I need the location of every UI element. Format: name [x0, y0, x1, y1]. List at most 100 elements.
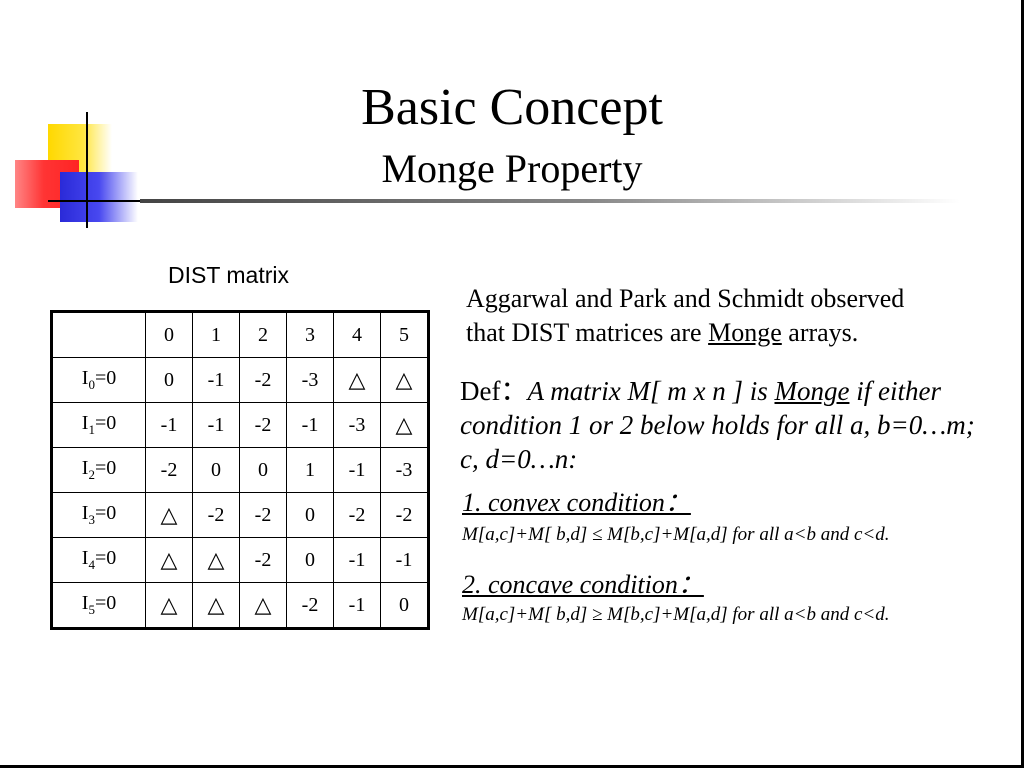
slide-border-bottom — [0, 765, 1024, 768]
logo-vertical-line — [86, 112, 88, 228]
row-header-base: I — [81, 547, 89, 569]
matrix-cell: -1 — [333, 537, 381, 583]
convex-condition-formula: M[a,c]+M[ b,d] ≤ M[b,c]+M[a,d] for all a… — [462, 524, 890, 545]
definition-label: Def： — [460, 376, 528, 406]
observation-line-2-suffix: arrays. — [781, 318, 859, 347]
slide-title: Basic Concept — [361, 79, 663, 136]
matrix-cell: 1 — [286, 447, 334, 493]
matrix-row: I1=0-1-1-2-1-3△ — [51, 402, 429, 448]
matrix-row-header: I3=0 — [51, 492, 146, 538]
row-header-base: I — [81, 412, 89, 434]
observation-line-1: Aggarwal and Park and Schmidt observed — [466, 284, 905, 313]
matrix-row-header: I1=0 — [51, 402, 146, 448]
row-header-suffix: =0 — [94, 502, 117, 524]
matrix-cell: -1 — [286, 402, 334, 448]
definition-part-1: A matrix M[ m x n ] is — [527, 376, 775, 406]
matrix-cell: -3 — [286, 357, 334, 403]
decorative-logo — [0, 0, 150, 240]
triangle-icon: △ — [380, 402, 429, 448]
concave-condition-heading: 2. concave condition： — [462, 570, 704, 599]
matrix-cell: -3 — [333, 402, 381, 448]
matrix-cell: 0 — [286, 537, 334, 583]
triangle-icon: △ — [145, 492, 193, 538]
matrix-cell: 0 — [192, 447, 240, 493]
matrix-cell: -1 — [192, 357, 240, 403]
matrix-row-header: I2=0 — [51, 447, 146, 493]
matrix-cell: -2 — [380, 492, 429, 538]
matrix-corner-cell — [51, 311, 146, 358]
row-header-suffix: =0 — [94, 592, 117, 614]
observation-line-2-prefix: that DIST matrices are — [466, 318, 709, 347]
observation-line-2: that DIST matrices are Monge arrays. — [466, 316, 986, 350]
definition-text: Def：A matrix M[ m x n ] is Monge if eith… — [460, 374, 980, 476]
matrix-cell: -2 — [239, 492, 287, 538]
row-header-base: I — [81, 502, 89, 524]
monge-term: Monge — [708, 318, 782, 347]
matrix-cell: -2 — [286, 582, 334, 629]
matrix-cell: 0 — [380, 582, 429, 629]
triangle-icon: △ — [192, 537, 240, 583]
row-header-subscript: 4 — [88, 557, 95, 572]
convex-condition-heading: 1. convex condition： — [462, 488, 691, 517]
observation-text: Aggarwal and Park and Schmidt observed t… — [466, 282, 986, 350]
row-header-subscript: 0 — [88, 377, 95, 392]
triangle-icon: △ — [333, 357, 381, 403]
title-rule — [140, 199, 960, 203]
row-header-base: I — [81, 592, 89, 614]
matrix-row-header: I5=0 — [51, 582, 146, 629]
row-header-subscript: 5 — [88, 602, 95, 617]
row-header-suffix: =0 — [94, 457, 117, 479]
matrix-column-header: 4 — [333, 311, 381, 358]
matrix-cell: -2 — [333, 492, 381, 538]
matrix-cell: 0 — [239, 447, 287, 493]
logo-blue-square — [60, 172, 138, 222]
triangle-icon: △ — [145, 537, 193, 583]
triangle-icon: △ — [192, 582, 240, 629]
matrix-column-header: 5 — [380, 311, 429, 358]
matrix-cell: 0 — [145, 357, 193, 403]
slide-subtitle: Monge Property — [381, 146, 643, 191]
row-header-suffix: =0 — [94, 412, 117, 434]
row-header-subscript: 2 — [88, 467, 95, 482]
matrix-column-header: 3 — [286, 311, 334, 358]
matrix-cell: -2 — [239, 357, 287, 403]
row-header-suffix: =0 — [94, 547, 117, 569]
matrix-cell: -1 — [333, 447, 381, 493]
row-header-base: I — [81, 367, 89, 389]
row-header-subscript: 1 — [88, 422, 95, 437]
concave-condition-formula: M[a,c]+M[ b,d] ≥ M[b,c]+M[a,d] for all a… — [462, 604, 890, 625]
triangle-icon: △ — [239, 582, 287, 629]
matrix-cell: -1 — [333, 582, 381, 629]
triangle-icon: △ — [380, 357, 429, 403]
row-header-subscript: 3 — [88, 512, 95, 527]
matrix-column-header: 0 — [145, 311, 193, 358]
slide-border-right — [1021, 0, 1024, 768]
matrix-cell: -1 — [380, 537, 429, 583]
logo-horizontal-line — [48, 200, 148, 202]
definition-monge-term: Monge — [774, 376, 850, 406]
row-header-base: I — [81, 457, 89, 479]
matrix-column-header: 1 — [192, 311, 240, 358]
triangle-icon: △ — [145, 582, 193, 629]
matrix-cell: -1 — [145, 402, 193, 448]
matrix-cell: -2 — [239, 537, 287, 583]
matrix-cell: -2 — [145, 447, 193, 493]
row-header-suffix: =0 — [94, 367, 117, 389]
matrix-cell: -2 — [239, 402, 287, 448]
matrix-row-header: I4=0 — [51, 537, 146, 583]
matrix-column-header: 2 — [239, 311, 287, 358]
matrix-row-header: I0=0 — [51, 357, 146, 403]
definition-part-2: if either condition 1 or 2 below holds f… — [460, 376, 975, 474]
matrix-cell: -3 — [380, 447, 429, 493]
matrix-cell: -1 — [192, 402, 240, 448]
matrix-cell: 0 — [286, 492, 334, 538]
matrix-label: DIST matrix — [168, 262, 289, 288]
matrix-cell: -2 — [192, 492, 240, 538]
